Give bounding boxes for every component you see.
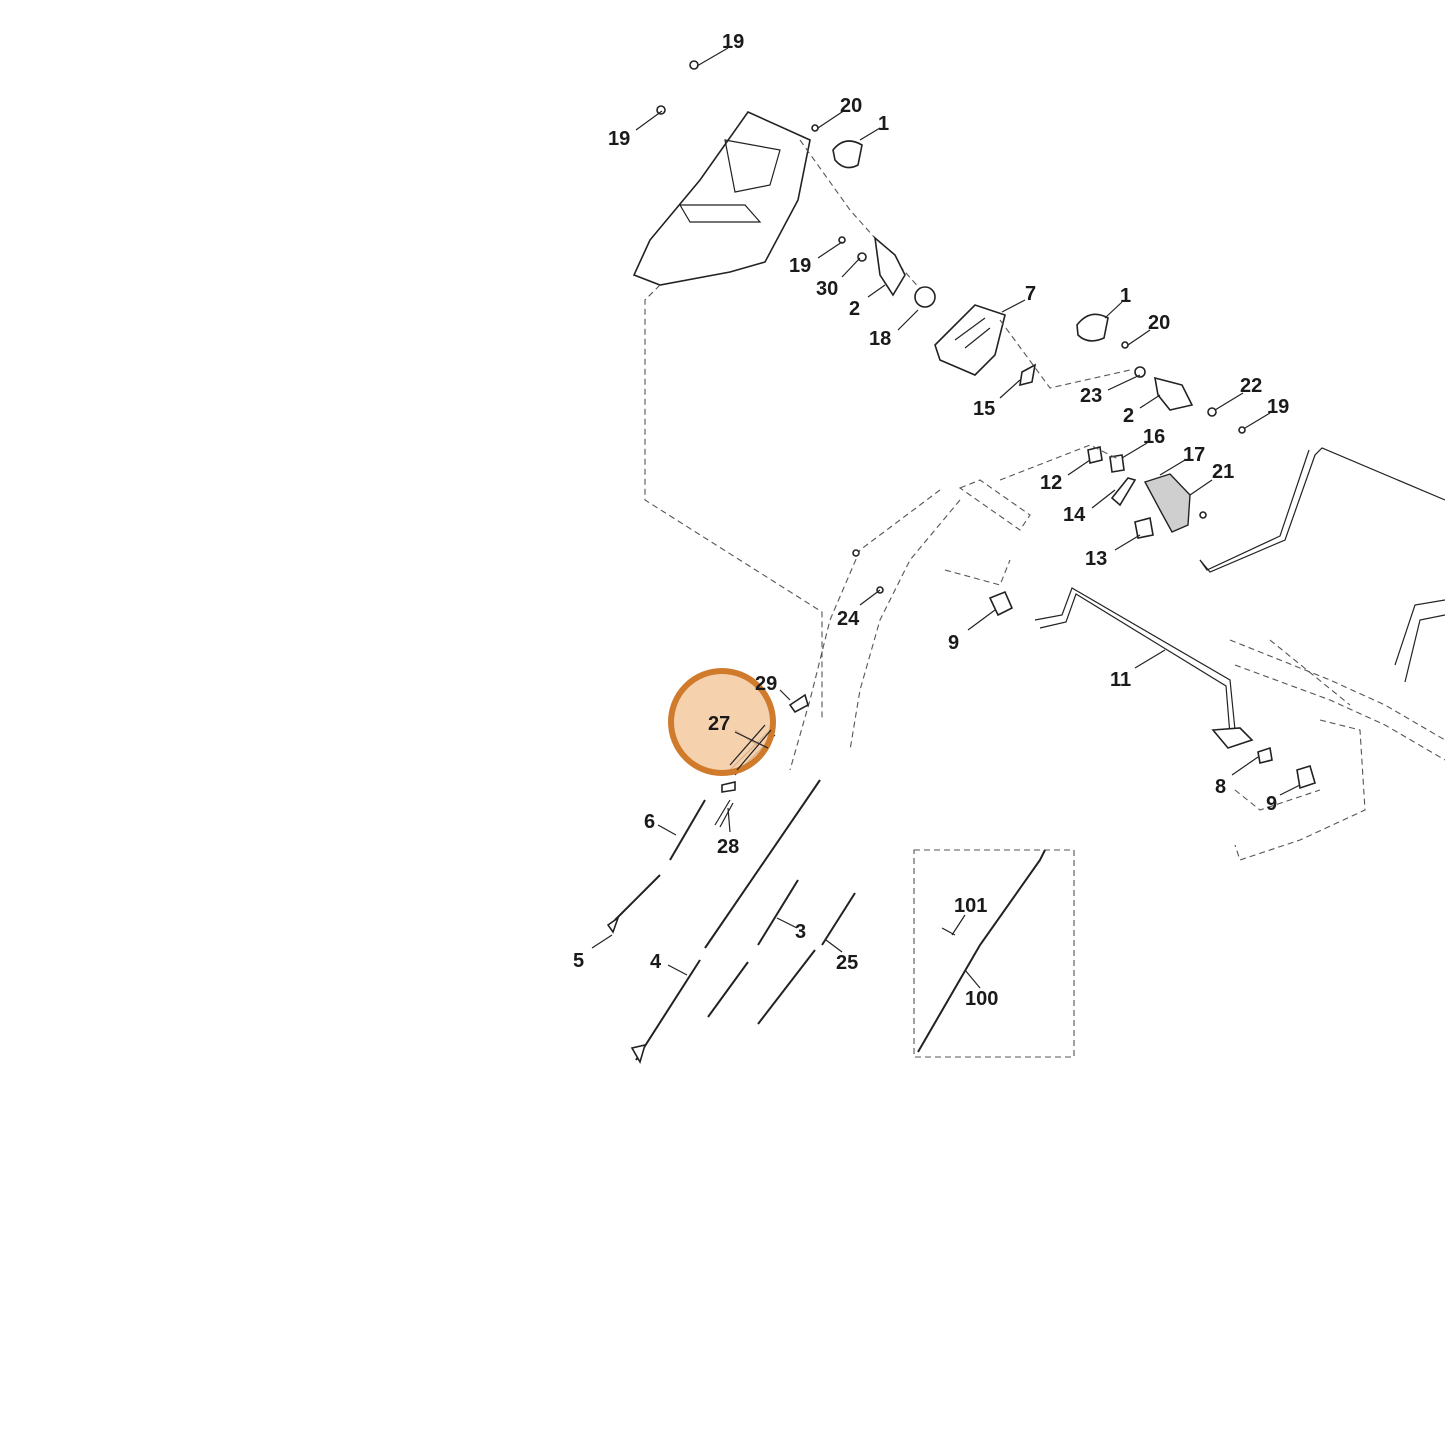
callout-100: 100 [965,988,998,1010]
cables [606,779,856,1065]
callout-12: 12 [1040,472,1062,494]
callout-9-b: 9 [1266,793,1277,815]
clip-13 [1134,517,1154,539]
callout-29: 29 [755,673,777,695]
gear-box-7 [934,304,1006,376]
ring-18 [914,286,936,308]
callout-6: 6 [644,811,655,833]
knob-1-top [832,140,863,169]
callout-22: 22 [1240,375,1262,397]
lever-14 [1110,477,1137,507]
callout-17: 17 [1183,444,1205,466]
callout-14: 14 [1063,504,1086,526]
callout-9-a: 9 [948,632,959,654]
callout-4: 4 [650,951,662,973]
bushing-9-upper [988,590,1014,617]
callout-labels: 19 19 20 1 19 30 2 18 7 1 20 15 23 2 22 … [573,31,1289,1010]
callout-3: 3 [795,921,806,943]
hook-29 [788,693,809,714]
callout-19-c: 19 [789,255,811,277]
cam-16 [1109,454,1125,473]
callout-27: 27 [708,713,730,735]
callout-20-a: 20 [840,95,862,117]
callout-2-a: 2 [849,298,860,320]
highlight-circle[interactable] [668,668,776,776]
leader-lines [591,47,1301,989]
lever-17 [1143,473,1191,533]
callout-11: 11 [1110,669,1131,691]
callout-1-b: 1 [1120,285,1131,307]
pad-11 [1211,727,1254,749]
callout-8: 8 [1215,776,1226,798]
callout-21: 21 [1212,461,1234,483]
lever-2-right [1153,376,1194,411]
callout-18: 18 [869,328,891,350]
callout-101: 101 [954,895,987,917]
callout-1-a: 1 [878,113,889,135]
clip-28-top [721,780,736,793]
callout-19-a: 19 [722,31,744,53]
control-housing [632,110,931,720]
callout-13: 13 [1085,548,1107,570]
callout-24: 24 [837,608,860,630]
clip-15 [1019,363,1037,387]
inset-box [913,849,1075,1058]
cable-100 [917,849,1046,1053]
callout-28: 28 [717,836,739,858]
callout-7: 7 [1025,283,1036,305]
screws [656,60,1246,594]
knob-1-right [1076,313,1109,342]
spring-28 [714,799,734,828]
handle-frame [789,444,1445,861]
callout-30: 30 [816,278,838,300]
rod-11 [1034,587,1236,731]
lever-2-left [873,236,906,297]
bushing-8 [1257,746,1273,764]
callout-25: 25 [836,952,858,974]
callout-19-d: 19 [1267,396,1289,418]
callout-19-b: 19 [608,128,630,150]
callout-20-b: 20 [1148,312,1170,334]
callout-2-b: 2 [1123,405,1134,427]
callout-16: 16 [1143,426,1165,448]
callout-5: 5 [573,950,584,972]
callout-23: 23 [1080,385,1102,407]
callout-15: 15 [973,398,995,420]
bushing-9-lower [1296,764,1316,790]
